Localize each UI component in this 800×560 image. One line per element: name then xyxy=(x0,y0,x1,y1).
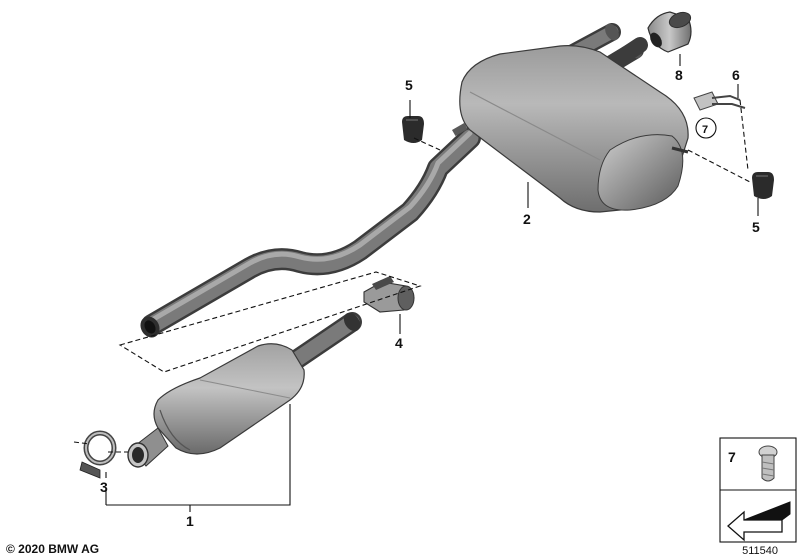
rubber-mount-upper[interactable] xyxy=(402,116,424,143)
rear-silencer[interactable] xyxy=(137,21,689,341)
callout-1: 1 xyxy=(186,513,194,529)
callout-4: 4 xyxy=(395,335,403,351)
rubber-mount-lower[interactable] xyxy=(752,172,774,199)
callout-2: 2 xyxy=(523,211,531,227)
bolt-icon xyxy=(758,445,778,482)
diagram-number: 511540 xyxy=(742,545,778,557)
connection-lines xyxy=(73,99,751,453)
legend-box: 7 xyxy=(719,437,797,543)
leader-lines xyxy=(105,54,759,512)
callout-5-lower: 5 xyxy=(752,219,760,235)
exhaust-clamp[interactable] xyxy=(79,430,117,479)
arrow-icon xyxy=(727,501,791,542)
callout-5-upper: 5 xyxy=(405,77,413,93)
bolt-small[interactable] xyxy=(695,117,717,139)
callout-8: 8 xyxy=(675,67,683,83)
callout-6: 6 xyxy=(732,67,740,83)
tailpipe-trim[interactable] xyxy=(647,10,693,53)
callout-3: 3 xyxy=(100,479,108,495)
bracket[interactable] xyxy=(693,91,746,111)
callout-7: 7 xyxy=(702,124,708,136)
legend-callout-7: 7 xyxy=(728,449,736,465)
copyright-text: © 2020 BMW AG xyxy=(6,542,100,556)
catalytic-converter[interactable] xyxy=(127,310,363,468)
